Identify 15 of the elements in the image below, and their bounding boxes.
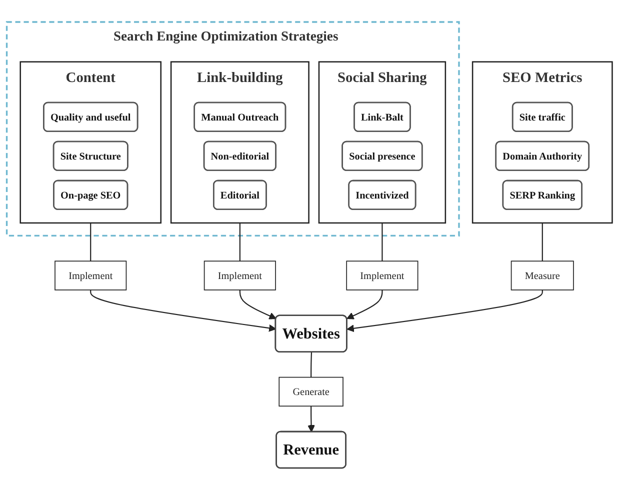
connector [542,222,543,262]
connector [90,222,92,262]
node-box: Implement [54,260,127,290]
arrow [346,290,383,320]
node-box: Generate [278,376,344,407]
arrow [90,290,276,332]
node-box: Measure [510,260,574,290]
connector [310,352,312,378]
arrow [308,406,315,432]
node-box: Implement [204,260,276,290]
connector [382,222,383,262]
connector [239,222,240,262]
node-box: Implement [346,260,418,290]
arrow [346,290,543,332]
arrow [239,290,276,320]
